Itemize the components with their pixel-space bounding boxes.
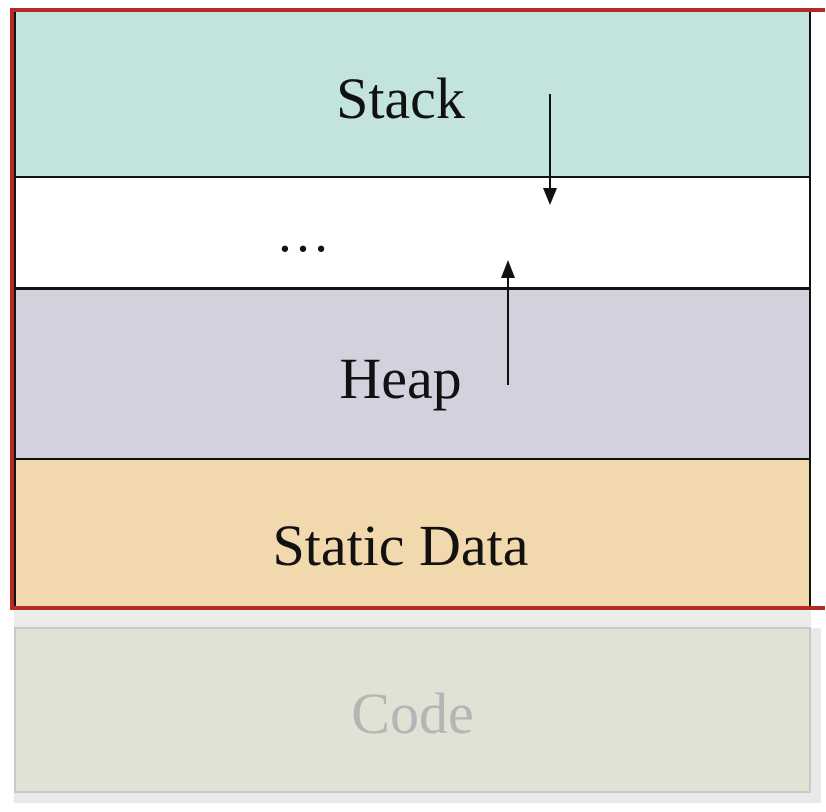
stack-growth-arrow: [543, 94, 557, 205]
stack-region: Stack: [14, 10, 811, 178]
heap-growth-arrow: [501, 260, 515, 385]
heap-label: Heap: [339, 346, 462, 411]
stack-label: Stack: [336, 66, 465, 131]
code-region: Code: [14, 627, 811, 793]
code-right-shadow: [811, 628, 821, 794]
code-bottom-shadow: [14, 793, 821, 803]
static-data-region: Static Data: [14, 458, 811, 608]
code-region-shadow: [14, 608, 811, 626]
heap-region: Heap: [14, 288, 811, 460]
code-label: Code: [351, 681, 474, 746]
gap-ellipsis: …: [276, 203, 340, 263]
static-data-label: Static Data: [272, 513, 529, 578]
